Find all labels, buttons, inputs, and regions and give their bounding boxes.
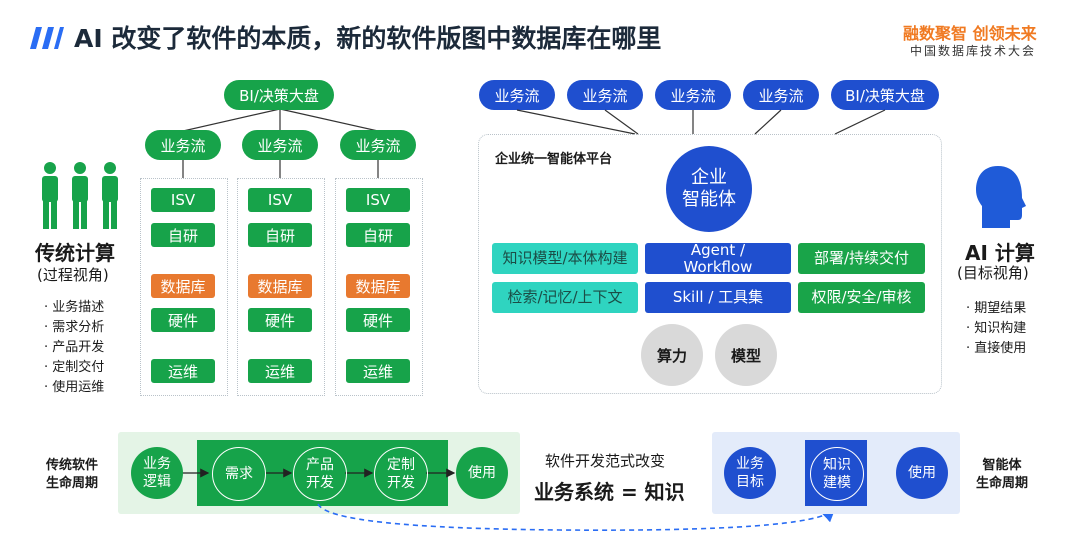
list-item: · 产品开发 bbox=[44, 340, 105, 355]
stack-column-1 bbox=[140, 178, 228, 396]
right-flow-2: 业务流 bbox=[567, 80, 643, 110]
list-item: · 定制交付 bbox=[44, 360, 105, 375]
ai-head-icon bbox=[972, 164, 1028, 230]
cap-permission: 权限/安全/审核 bbox=[798, 282, 925, 313]
right-bi-dashboard: BI/决策大盘 bbox=[831, 80, 939, 110]
stack-inhouse: 自研 bbox=[346, 223, 410, 247]
stack-database: 数据库 bbox=[248, 274, 312, 298]
cap-knowledge-model: 知识模型/本体构建 bbox=[492, 243, 638, 274]
stack-ops: 运维 bbox=[346, 359, 410, 383]
traditional-lifecycle-label: 传统软件 生命周期 bbox=[46, 458, 99, 491]
cap-skill: Skill / 工具集 bbox=[645, 282, 791, 313]
cap-deploy: 部署/持续交付 bbox=[798, 243, 925, 274]
ai-goal-list: · 期望结果 · 知识构建 · 直接使用 bbox=[966, 299, 1026, 359]
cap-agent-workflow: Agent / Workflow bbox=[645, 241, 791, 275]
agent-step-business-goal: 业务目标 bbox=[724, 447, 776, 499]
step-custom-dev: 定制开发 bbox=[374, 447, 428, 501]
step-business-logic: 业务逻辑 bbox=[131, 447, 183, 499]
step-requirements: 需求 bbox=[212, 447, 266, 501]
platform-label: 企业统一智能体平台 bbox=[495, 152, 613, 167]
compute-node: 算力 bbox=[641, 324, 703, 386]
list-item: · 期望结果 bbox=[966, 301, 1027, 316]
agent-step-use: 使用 bbox=[896, 447, 948, 499]
people-group-icon bbox=[37, 161, 123, 231]
agent-step-knowledge-modeling: 知识建模 bbox=[810, 447, 864, 501]
traditional-compute-subtitle: (过程视角) bbox=[37, 266, 109, 284]
paradigm-shift-label: 软件开发范式改变 bbox=[545, 452, 666, 470]
agent-platform-container bbox=[478, 134, 942, 394]
stack-inhouse: 自研 bbox=[151, 223, 215, 247]
stack-hardware: 硬件 bbox=[346, 308, 410, 332]
brand-slogan: 融数聚智 创领未来 bbox=[903, 24, 1037, 43]
conference-name: 中国数据库技术大会 bbox=[910, 44, 1037, 58]
cap-retrieval: 检索/记忆/上下文 bbox=[492, 282, 638, 313]
left-connectors bbox=[182, 108, 379, 178]
header-accent-icon bbox=[30, 27, 64, 49]
list-item: · 业务描述 bbox=[44, 300, 105, 315]
stack-hardware: 硬件 bbox=[151, 308, 215, 332]
stack-ops: 运维 bbox=[151, 359, 215, 383]
left-bi-dashboard: BI/决策大盘 bbox=[224, 80, 334, 110]
right-connectors bbox=[516, 109, 886, 135]
list-item: · 需求分析 bbox=[44, 320, 105, 335]
stack-isv: ISV bbox=[151, 188, 215, 212]
enterprise-agent-node: 企业 智能体 bbox=[666, 146, 752, 232]
ai-compute-title: AI 计算 bbox=[965, 241, 1035, 265]
right-flow-3: 业务流 bbox=[655, 80, 731, 110]
traditional-process-list: · 业务描述 · 需求分析 · 产品开发 · 定制交付 · 使用运维 bbox=[44, 298, 104, 398]
list-item: · 直接使用 bbox=[966, 341, 1027, 356]
right-flow-1: 业务流 bbox=[479, 80, 555, 110]
stack-database: 数据库 bbox=[346, 274, 410, 298]
stack-column-2 bbox=[237, 178, 325, 396]
agent-lifecycle-label: 智能体 生命周期 bbox=[976, 458, 1029, 491]
right-flow-4: 业务流 bbox=[743, 80, 819, 110]
stack-ops: 运维 bbox=[248, 359, 312, 383]
page-title: AI 改变了软件的本质，新的软件版图中数据库在哪里 bbox=[74, 24, 662, 53]
list-item: · 知识构建 bbox=[966, 321, 1027, 336]
stack-database: 数据库 bbox=[151, 274, 215, 298]
stack-column-3 bbox=[335, 178, 423, 396]
stack-isv: ISV bbox=[346, 188, 410, 212]
left-flow-1: 业务流 bbox=[145, 130, 221, 160]
step-use: 使用 bbox=[456, 447, 508, 499]
traditional-compute-title: 传统计算 bbox=[35, 241, 115, 265]
step-product-dev: 产品开发 bbox=[293, 447, 347, 501]
list-item: · 使用运维 bbox=[44, 380, 105, 395]
stack-hardware: 硬件 bbox=[248, 308, 312, 332]
model-node: 模型 bbox=[715, 324, 777, 386]
stack-inhouse: 自研 bbox=[248, 223, 312, 247]
stack-isv: ISV bbox=[248, 188, 312, 212]
paradigm-equation: 业务系统 = 知识 bbox=[534, 480, 685, 504]
left-flow-2: 业务流 bbox=[242, 130, 318, 160]
ai-compute-subtitle: (目标视角) bbox=[957, 264, 1029, 282]
left-flow-3: 业务流 bbox=[340, 130, 416, 160]
